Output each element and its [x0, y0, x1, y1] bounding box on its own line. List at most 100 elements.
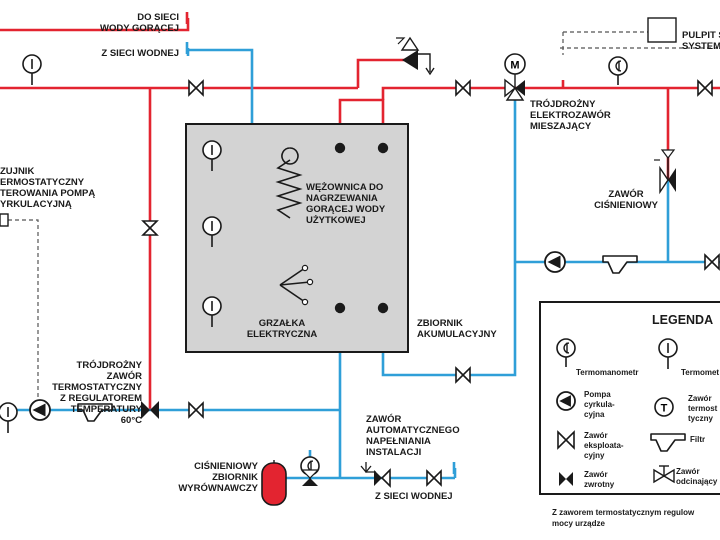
circulation-pump-bottom-icon — [29, 399, 51, 421]
tank-thermometer-top-icon — [202, 140, 222, 171]
heating-coil-label-line-2: NAGRZEWANIA — [306, 193, 378, 204]
thermostatic-sensor-label-line-3: TEROWANIA POMPĄ — [0, 188, 95, 199]
mixer-inlet-valve-icon — [455, 79, 471, 97]
valve-body — [697, 79, 713, 97]
legend-thermomanometer-label-line-1: Termomanometr — [576, 368, 639, 377]
check-body — [141, 401, 159, 419]
valve-body — [455, 366, 471, 384]
right-gate-valve-icon — [697, 79, 713, 97]
heating-coil-label-line-3: GORĄCEJ WODY — [306, 204, 386, 215]
safety-relief-valve-icon — [396, 36, 435, 76]
accumulation-tank-label-line-1: ZBIORNIK — [417, 318, 463, 329]
filter-body — [602, 255, 638, 274]
thermostatic-valve-label-line-4: Z REGULATOREM — [60, 393, 142, 404]
legend-tv-letter: T — [661, 403, 668, 415]
legend-shutoff-valve-label-line-1: Zawór — [676, 467, 700, 476]
dial — [556, 338, 576, 358]
relief-outlet — [418, 53, 431, 72]
pump-arrow — [559, 395, 571, 407]
pv-cap — [660, 149, 676, 159]
legend-thermomanometer-icon — [556, 338, 576, 367]
legend-footnote-line-2: mocy urządze — [552, 519, 605, 528]
pressure-valve-label-line-1: ZAWÓR — [608, 188, 643, 200]
expansion-tank-icon — [261, 460, 287, 506]
mixing-valve-label-line-2: ELEKTROZAWÓR — [530, 109, 611, 121]
relief-arrow — [425, 67, 435, 76]
mix-left — [504, 78, 517, 98]
auto-fill-check-valve-icon — [374, 468, 391, 488]
three-way-mixing-valve-icon: M — [504, 53, 526, 101]
dial — [608, 56, 628, 76]
hot-to-mixer — [381, 86, 515, 100]
inlet-gate-valve-icon — [426, 469, 442, 487]
thermostatic-three-way-valve-icon — [141, 401, 159, 419]
filter-body — [77, 403, 113, 422]
legend-thermostatic-valve-icon: T — [654, 397, 674, 417]
cold-water-inlet-label-line-1: Z SIECI WODNEJ — [101, 48, 179, 59]
pv-right — [668, 168, 676, 192]
sensor-control-line — [8, 219, 39, 410]
right-filter-icon — [602, 255, 638, 274]
thermostatic-sensor-label-line-4: YRKULACYJNĄ — [0, 199, 72, 210]
tank-port-top-left — [334, 142, 346, 154]
check-left — [374, 470, 382, 486]
return-gate-valve-icon — [455, 366, 471, 384]
thermostatic-valve-label-line-3: TERMOSTATYCZNY — [52, 382, 143, 393]
legend-gate-valve-label-line-2: eksploata- — [584, 441, 624, 450]
bottom-thermometer-icon — [0, 402, 18, 433]
accumulation-tank — [185, 123, 409, 353]
arm-3 — [279, 284, 306, 303]
electric-heater-label-line-1: GRZAŁKA — [259, 318, 306, 329]
thermostatic-valve-label-line-1: TRÓJDROŻNY — [77, 359, 143, 371]
valve-body — [141, 220, 159, 236]
legend-pump-label-line-3: cyjna — [584, 410, 605, 419]
mixing-valve-label-line-3: MIESZAJĄCY — [530, 121, 592, 132]
actuator-arrow — [360, 465, 372, 474]
riser-gate-valve-icon — [141, 220, 159, 236]
accumulation-tank-label-line-2: AKUMULACYJNY — [417, 329, 497, 340]
motor-letter: M — [510, 60, 519, 72]
mixer-thermomanometer-icon — [608, 56, 628, 85]
valve-body — [557, 430, 575, 450]
valve-body — [455, 79, 471, 97]
auto-fill-actuator-icon — [360, 462, 376, 474]
thermostatic-sensor-label-line-1: ZUJNIK — [0, 166, 34, 177]
pressure-valve-icon — [654, 149, 676, 195]
legend-thermometer-icon — [658, 338, 678, 369]
relief-branch — [356, 58, 410, 88]
auto-fill-valve-label-line-3: NAPEŁNIANIA — [366, 436, 431, 447]
legend-gate-valve-icon — [557, 430, 575, 450]
tank-body — [261, 462, 287, 506]
legend-pump-label-line-2: cyrkula- — [584, 400, 615, 409]
check-right — [380, 468, 391, 488]
recirc-gate-valve-icon — [704, 253, 720, 271]
expansion-tank-label-line-3: WYRÓWNAWCZY — [178, 482, 258, 494]
legend-filter-label-line-1: Filtr — [690, 435, 705, 444]
legend-thermometer-label-line-1: Termomet — [681, 368, 719, 377]
relief-spring — [396, 37, 406, 45]
heating-coil-label-line-4: UŻYTKOWEJ — [306, 215, 366, 226]
legend-thermostatic-valve-label-line-3: tyczny — [688, 414, 713, 423]
legend-title-line-1: LEGENDA — [652, 313, 713, 327]
heater-tip-3 — [301, 298, 309, 306]
bottom-water-inlet-label-line-1: Z SIECI WODNEJ — [375, 491, 453, 502]
heating-coil-icon — [275, 147, 303, 219]
supply-gate-valve-icon — [188, 79, 204, 97]
expansion-tank-label-line-1: CIŚNIENIOWY — [194, 460, 259, 472]
valve-body — [426, 469, 442, 487]
legend-gate-valve-label-line-1: Zawór — [584, 431, 608, 440]
arm-2 — [279, 281, 311, 286]
supply-thermometer-icon — [22, 54, 42, 85]
tank-thermometer-bottom-icon — [202, 296, 222, 327]
thermostatic-sensor-label-line-2: ERMOSTATYCZNY — [0, 177, 85, 188]
pump-arrow — [547, 255, 561, 269]
pv-left — [659, 165, 669, 195]
ev-top — [302, 478, 318, 486]
legend-shutoff-valve-icon — [653, 465, 675, 484]
thermostatic-valve-label-line-5: TEMPERATURY — [71, 404, 143, 415]
sensor-box — [0, 213, 9, 227]
tank-port-bottom-right — [377, 302, 389, 314]
legend-thermostatic-valve-label-line-2: termost — [688, 404, 718, 413]
relief-top — [400, 36, 420, 51]
